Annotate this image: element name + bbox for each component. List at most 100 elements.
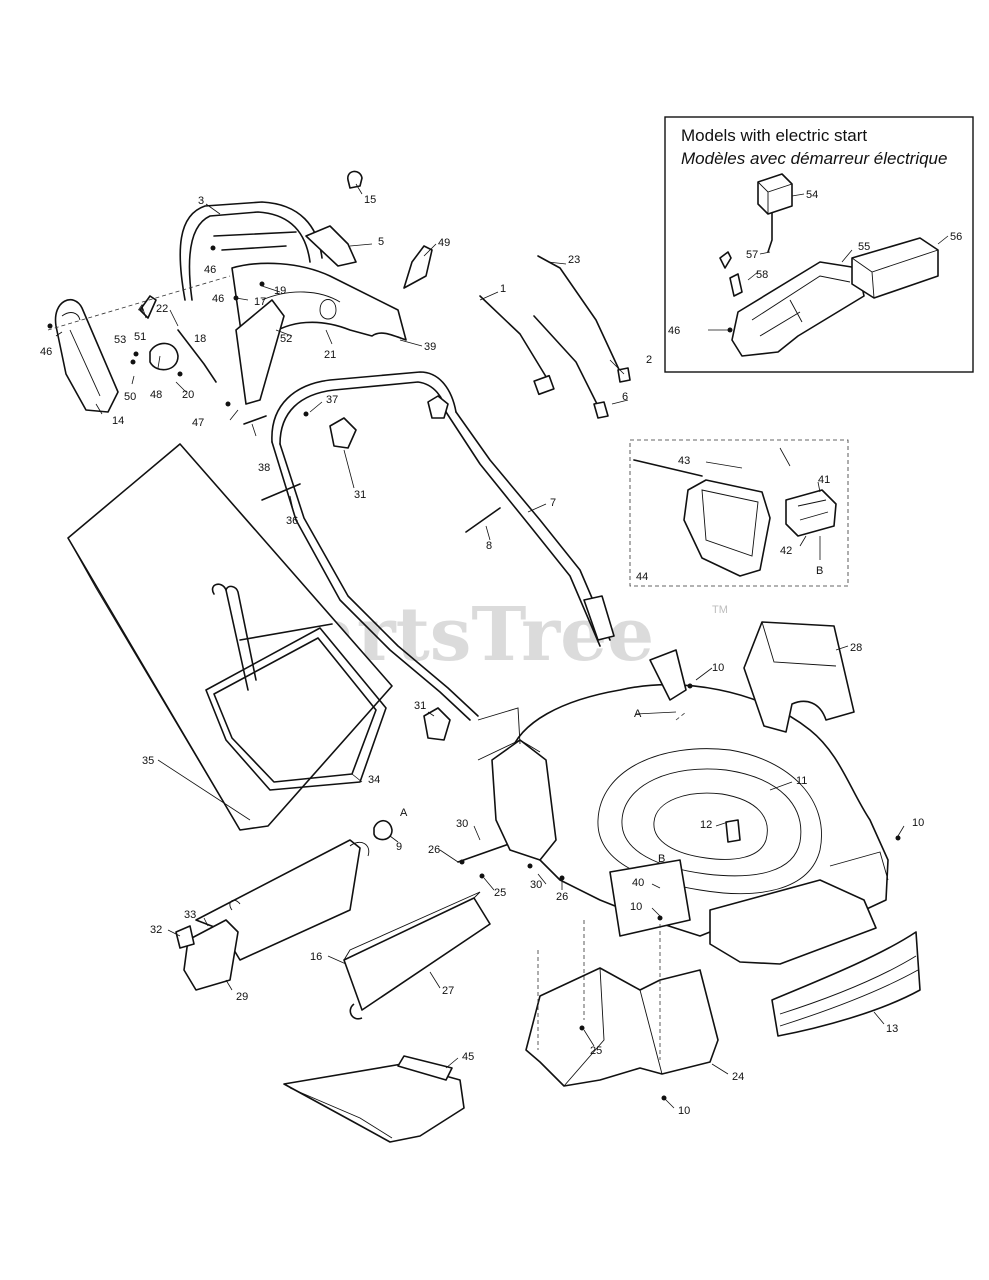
handle-knob-top: [427, 395, 449, 419]
callout-54: 54: [806, 189, 818, 201]
callout-36: 36: [286, 515, 298, 527]
battery-tray-part: [731, 261, 865, 357]
callout-18: 18: [194, 333, 206, 345]
part-32-spring: [175, 925, 195, 949]
callout-56: 56: [950, 231, 962, 243]
inset-title-fr: Modèles avec démarreur électrique: [681, 149, 947, 168]
electric-start-inset: Models with electric start Modèles avec …: [664, 116, 974, 373]
callout-25: 25: [494, 887, 506, 899]
callout-10-mid: 10: [630, 901, 642, 913]
handle-mount-part: [477, 707, 557, 861]
part-18-rod: [177, 329, 217, 383]
lower-handle-part: [271, 371, 615, 721]
callout-26: 26: [428, 844, 440, 856]
grass-bag-part: [67, 443, 393, 831]
callout-12: 12: [700, 819, 712, 831]
callout-labels: 15 3 46 5 49 23 1 19 46 17 4 22 52 21 39…: [40, 189, 962, 1117]
callout-30: 30: [456, 818, 468, 830]
callout-39: 39: [424, 341, 436, 353]
cover-kit-box: [629, 439, 849, 587]
callout-10-right: 10: [912, 817, 924, 829]
part-31-knob-lower: [423, 707, 451, 741]
callout-6: 6: [622, 391, 628, 403]
callout-46-inset: 46: [668, 325, 680, 337]
part-36-bolt: [261, 483, 301, 501]
assembly-lines: [47, 275, 687, 1060]
callout-1: 1: [500, 283, 506, 295]
part-48-knob: [149, 342, 179, 371]
callout-9: 9: [396, 841, 402, 853]
chute-bracket: [649, 649, 687, 701]
callout-16: 16: [310, 951, 322, 963]
callout-53: 53: [114, 334, 126, 346]
callout-10-bottom: 10: [678, 1105, 690, 1117]
part-24-baffle: [525, 967, 719, 1087]
callout-23: 23: [568, 254, 580, 266]
callout-52: 52: [280, 333, 292, 345]
callout-51: 51: [134, 331, 146, 343]
callout-17: 17: [254, 296, 266, 308]
callout-leaders: [55, 183, 905, 1109]
callout-46: 46: [204, 264, 216, 276]
callout-25-lower: 25: [590, 1045, 602, 1057]
callout-55: 55: [858, 241, 870, 253]
callout-43: 43: [678, 455, 690, 467]
callout-11: 11: [796, 775, 807, 787]
upper-handle-part: [179, 201, 407, 405]
callout-44: 44: [636, 571, 648, 583]
callout-47: 47: [192, 417, 204, 429]
callout-5: 5: [378, 236, 384, 248]
rear-flap-part: [183, 839, 370, 991]
callout-31: 31: [354, 489, 366, 501]
callout-20: 20: [182, 389, 194, 401]
callout-8: 8: [486, 540, 492, 552]
key-part: [719, 251, 732, 269]
callout-37: 37: [326, 394, 338, 406]
part-28-chute: [743, 621, 855, 733]
callout-29: 29: [236, 991, 248, 1003]
part-9-spring: [373, 819, 393, 841]
callout-57: 57: [746, 249, 758, 261]
callout-A-spring: A: [400, 807, 408, 819]
callout-27: 27: [442, 985, 454, 997]
callout-B-upper: B: [816, 565, 823, 577]
callout-46-c: 46: [40, 346, 52, 358]
callout-50: 50: [124, 391, 136, 403]
part-31-knob-upper: [329, 417, 357, 449]
callout-21: 21: [324, 349, 336, 361]
callout-2: 2: [646, 354, 652, 366]
callout-33: 33: [184, 909, 196, 921]
callout-45: 45: [462, 1051, 474, 1063]
inset-title-en: Models with electric start: [681, 126, 867, 145]
control-cables: [479, 255, 631, 419]
callout-30-b: 30: [530, 879, 542, 891]
part-8-bolt: [465, 507, 501, 533]
rear-shield-part: [343, 891, 491, 1020]
callout-40: 40: [632, 877, 644, 889]
callout-10-top: 10: [712, 662, 724, 674]
callout-48: 48: [150, 389, 162, 401]
battery-part: [851, 237, 939, 299]
callout-26-b: 26: [556, 891, 568, 903]
part-38-pin: [243, 415, 267, 425]
callout-3: 3: [198, 195, 204, 207]
part-45-mulch-cover: [283, 1055, 465, 1143]
part-49-shape: [403, 245, 433, 289]
callout-49: 49: [438, 237, 450, 249]
callout-32: 32: [150, 924, 162, 936]
callout-35: 35: [142, 755, 154, 767]
charger-part: [757, 173, 793, 253]
callout-58: 58: [756, 269, 768, 281]
callout-13: 13: [886, 1023, 898, 1035]
part-5-shape: [305, 225, 357, 267]
callout-A-deck: A: [634, 708, 642, 720]
callout-42: 42: [780, 545, 792, 557]
callout-7: 7: [550, 497, 556, 509]
callout-19: 19: [274, 285, 286, 297]
callout-38: 38: [258, 462, 270, 474]
switch-part: [729, 273, 743, 297]
callout-B-deck: B: [658, 853, 665, 865]
callout-41: 41: [818, 474, 830, 486]
callout-46-b: 46: [212, 293, 224, 305]
